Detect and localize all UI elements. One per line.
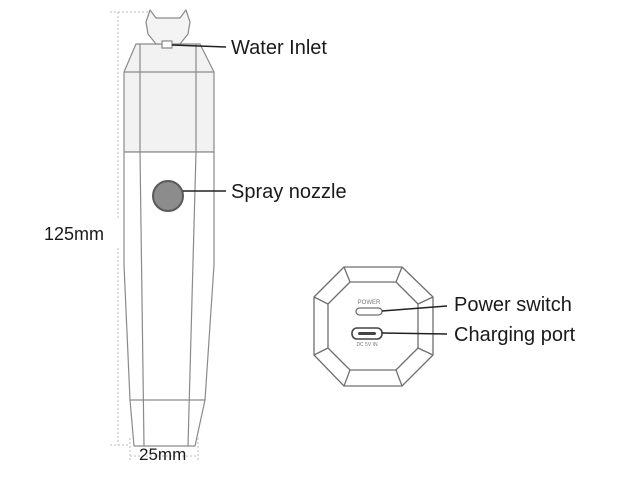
height-dimension-label: 125mm: [44, 224, 105, 244]
spray-nozzle-label: Spray nozzle: [231, 181, 347, 203]
water-inlet-label: Water Inlet: [231, 37, 327, 59]
charging-port-slot: [358, 332, 376, 335]
power-switch-label: Power switch: [454, 294, 572, 316]
water-inlet-slot: [161, 40, 173, 49]
spray-nozzle: [152, 180, 184, 212]
height-dimension-line: [110, 11, 148, 446]
device-body: [123, 9, 215, 447]
charging-port-label: Charging port: [454, 324, 576, 346]
power-switch: [355, 307, 383, 316]
bottom-inner-octagon: [327, 281, 419, 371]
width-dimension-line: [129, 438, 199, 462]
charging-port-leader: [381, 332, 448, 335]
device-cap: [123, 43, 215, 153]
cat-topper: [145, 9, 191, 45]
width-dimension-label: 25mm: [139, 445, 187, 464]
device-main-body: [123, 151, 215, 447]
water-inlet-leader: [171, 44, 227, 48]
dc-input-marking: DC 5V IN: [356, 342, 378, 348]
power-switch-leader: [381, 305, 448, 312]
device-bottom-view: [313, 266, 434, 387]
power-marking: POWER: [358, 300, 381, 306]
